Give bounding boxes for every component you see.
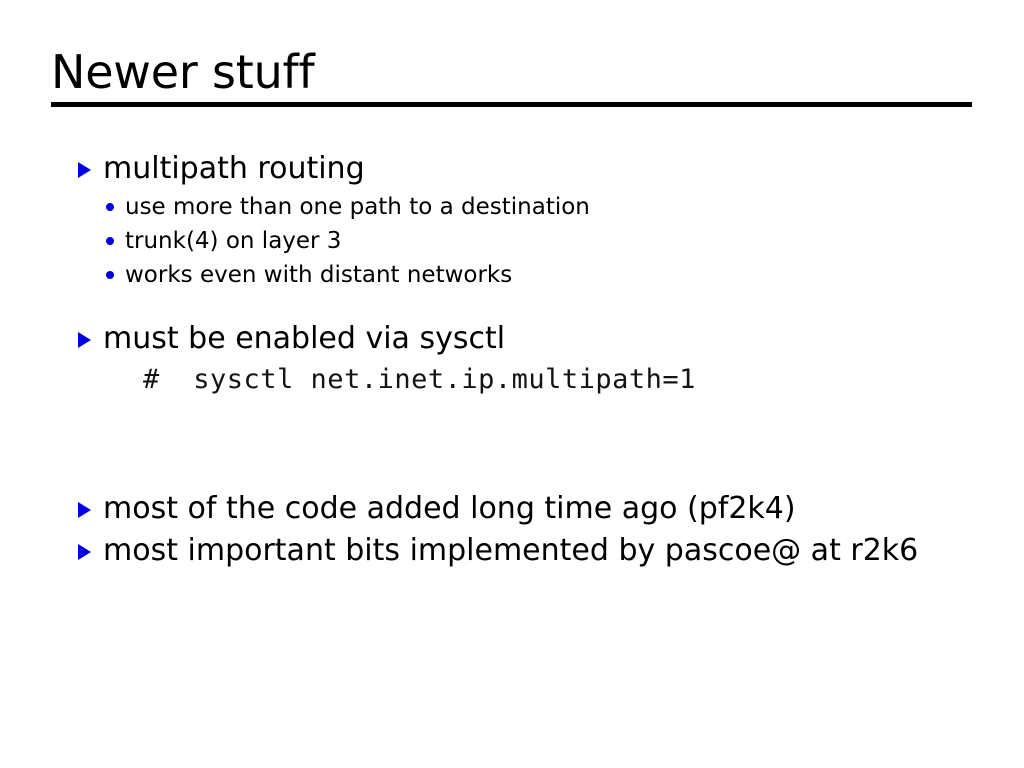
bullet-text: multipath routing (103, 151, 365, 186)
page-title: Newer stuff (51, 45, 315, 99)
bullet-item-level1: multipath routing (0, 148, 1024, 190)
title-underline-rule (51, 102, 972, 107)
bullet-text: must be enabled via sysctl (103, 321, 506, 356)
spacer (0, 292, 1024, 318)
bullet-text: use more than one path to a destination (125, 194, 590, 220)
bullet-item-level1: most important bits implemented by pasco… (0, 530, 1024, 572)
bullet-item-level2: works even with distant networks (0, 258, 1024, 292)
bullet-group-history: most of the code added long time ago (pf… (0, 488, 1024, 572)
bullet-text: works even with distant networks (125, 262, 513, 288)
command-line-snippet: # sysctl net.inet.ip.multipath=1 (143, 364, 696, 395)
slide-body: multipath routing use more than one path… (0, 148, 1024, 572)
bullet-group-sysctl: must be enabled via sysctl # sysctl net.… (0, 318, 1024, 400)
bullet-item-level2: use more than one path to a destination (0, 190, 1024, 224)
spacer (0, 400, 1024, 488)
triangle-bullet-icon (78, 162, 91, 178)
bullet-group-multipath-routing: multipath routing use more than one path… (0, 148, 1024, 292)
triangle-bullet-icon (78, 502, 91, 518)
dot-bullet-icon (106, 271, 114, 279)
dot-bullet-icon (106, 203, 114, 211)
bullet-item-level1: most of the code added long time ago (pf… (0, 488, 1024, 530)
title-block: Newer stuff (51, 46, 973, 98)
bullet-text: most important bits implemented by pasco… (103, 533, 919, 568)
dot-bullet-icon (106, 237, 114, 245)
bullet-item-level2: trunk(4) on layer 3 (0, 224, 1024, 258)
triangle-bullet-icon (78, 332, 91, 348)
bullet-text: most of the code added long time ago (pf… (103, 491, 796, 526)
bullet-text: trunk(4) on layer 3 (125, 228, 342, 254)
triangle-bullet-icon (78, 544, 91, 560)
bullet-item-level1: must be enabled via sysctl (0, 318, 1024, 360)
